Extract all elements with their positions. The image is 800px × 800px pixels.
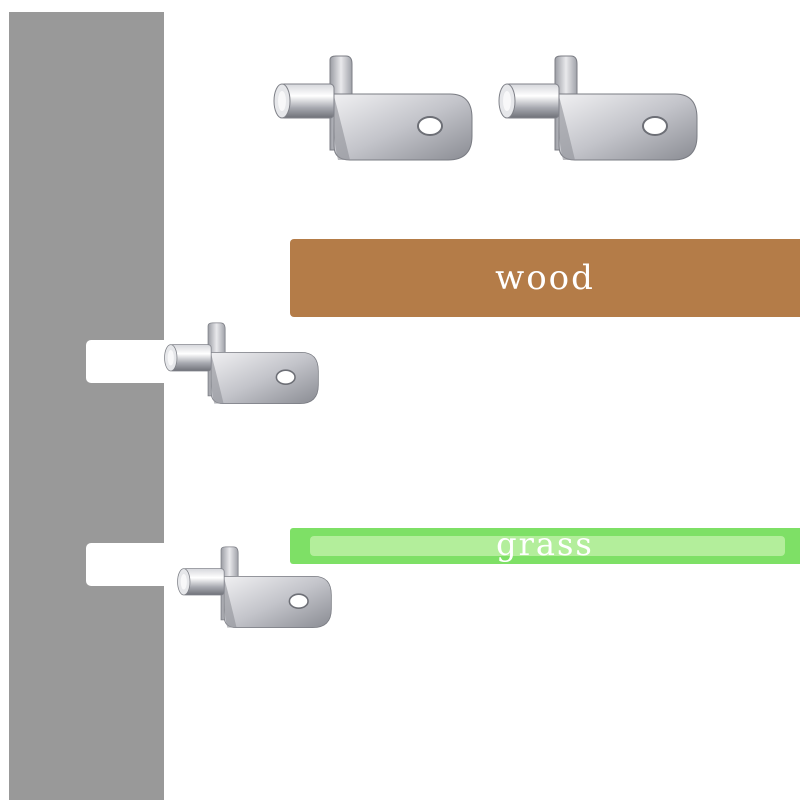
shelf-pin-bracket-icon: [163, 322, 320, 405]
grass-shelf-bar: grass: [290, 525, 800, 564]
panel-slot-lower: [86, 543, 164, 586]
wood-shelf-bar: wood: [290, 239, 800, 317]
grass-highlight: [310, 536, 785, 556]
shelf-pin-bracket-icon: [176, 546, 333, 629]
grass-label: grass: [496, 525, 594, 563]
cabinet-side-panel: [9, 12, 164, 800]
shelf-pin-bracket-icon: [273, 55, 473, 161]
panel-slot-upper: [86, 340, 164, 383]
wood-label: wood: [495, 258, 595, 298]
shelf-pin-bracket-icon: [498, 55, 698, 161]
